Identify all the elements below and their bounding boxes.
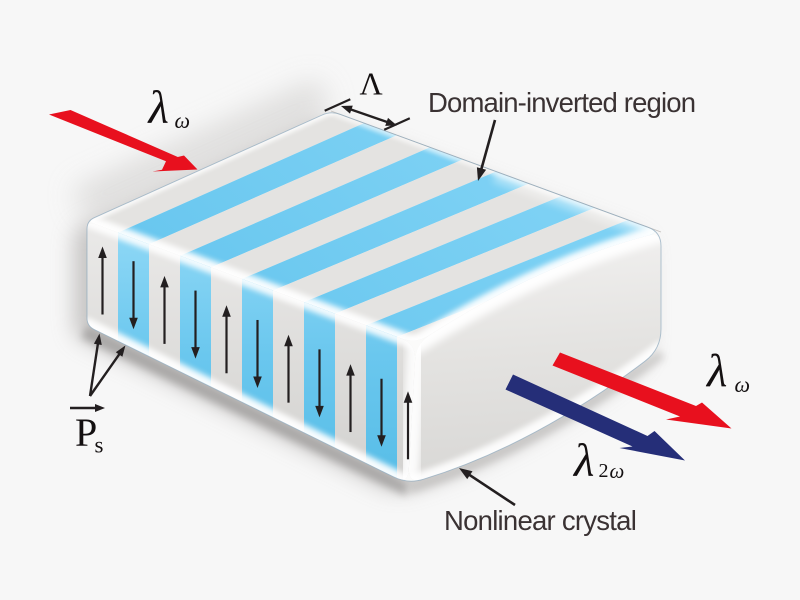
svg-text:ω: ω — [175, 108, 191, 133]
svg-text:λ: λ — [147, 82, 169, 134]
svg-text:s: s — [95, 433, 104, 458]
svg-text:λ: λ — [705, 345, 727, 397]
svg-text:Domain-inverted region: Domain-inverted region — [428, 87, 695, 118]
svg-text:Λ: Λ — [360, 66, 383, 102]
svg-text:Nonlinear crystal: Nonlinear crystal — [444, 505, 636, 536]
svg-text:P: P — [75, 410, 97, 455]
svg-text:ω: ω — [610, 459, 625, 483]
svg-text:λ: λ — [572, 435, 594, 487]
svg-text:ω: ω — [735, 372, 751, 397]
svg-text:2: 2 — [599, 460, 609, 482]
